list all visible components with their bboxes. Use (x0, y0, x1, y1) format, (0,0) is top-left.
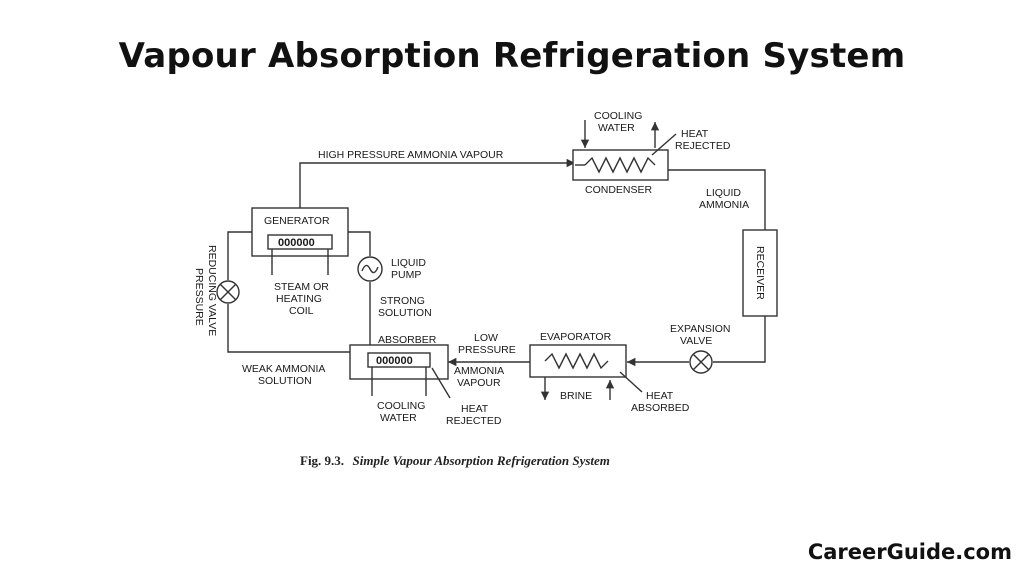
evaporator (529, 344, 643, 400)
label-steam-2: HEATING (276, 293, 322, 305)
label-weak-solution-2: SOLUTION (258, 375, 312, 387)
label-cooling-water-top-2: WATER (598, 122, 635, 134)
label-receiver: RECEIVER (754, 246, 766, 300)
figure-caption-text: Simple Vapour Absorption Refrigeration S… (353, 453, 610, 468)
label-heat-rejected-top: HEAT (681, 128, 709, 140)
label-generator-coil: 000000 (278, 237, 315, 249)
label-absorber-coil: 000000 (376, 355, 413, 367)
label-heat-rejected-bot-2: REJECTED (446, 415, 502, 427)
label-low-pressure-2: PRESSURE (458, 344, 516, 356)
label-strong-solution-2: SOLUTION (378, 307, 432, 319)
label-heat-rejected-bot: HEAT (461, 403, 489, 415)
label-liquid-pump: LIQUID (391, 257, 426, 269)
label-heat-absorbed-2: ABSORBED (631, 402, 690, 414)
label-steam: STEAM OR (274, 281, 329, 293)
receiver (742, 229, 778, 317)
condenser (572, 120, 677, 181)
pressure-reducing-valve (216, 280, 240, 304)
label-evaporator: EVAPORATOR (540, 331, 612, 343)
pipes (227, 158, 766, 367)
label-low-pressure: LOW (474, 332, 498, 344)
generator (251, 207, 349, 275)
page-title: Vapour Absorption Refrigeration System (118, 36, 906, 76)
label-ammonia-vapour: AMMONIA (454, 365, 504, 377)
label-brine: BRINE (560, 390, 592, 402)
label-liquid-ammonia-2: AMMONIA (699, 199, 749, 211)
liquid-pump (357, 256, 383, 282)
label-steam-3: COIL (289, 305, 314, 317)
label-expansion-valve-2: VALVE (680, 335, 712, 347)
expansion-valve (689, 350, 713, 374)
label-strong-solution: STRONG (380, 295, 425, 307)
label-weak-solution: WEAK AMMONIA (242, 363, 325, 375)
label-heat-rejected-top-2: REJECTED (675, 140, 731, 152)
label-liquid-pump-2: PUMP (391, 269, 421, 281)
label-prv: PRESSURE (193, 268, 205, 326)
label-absorber: ABSORBER (378, 334, 437, 346)
label-liquid-ammonia: LIQUID (706, 187, 741, 199)
label-cooling-water-top: COOLING (594, 110, 642, 122)
label-cooling-water-bot: COOLING (377, 400, 425, 412)
label-cooling-water-bot-2: WATER (380, 412, 417, 424)
label-heat-absorbed: HEAT (646, 390, 674, 402)
absorber (349, 344, 451, 399)
label-condenser: CONDENSER (585, 184, 653, 196)
label-generator: GENERATOR (264, 215, 330, 227)
figure-caption: Fig. 9.3. Simple Vapour Absorption Refri… (300, 452, 610, 469)
figure-caption-number: Fig. 9.3. (300, 453, 344, 468)
label-high-pressure: HIGH PRESSURE AMMONIA VAPOUR (318, 149, 504, 161)
brand-logo-text: CareerGuide.com (807, 540, 1012, 564)
label-expansion-valve: EXPANSION (670, 323, 731, 335)
label-ammonia-vapour-2: VAPOUR (457, 377, 501, 389)
label-prv-2: REDUCING VALVE (206, 245, 218, 336)
